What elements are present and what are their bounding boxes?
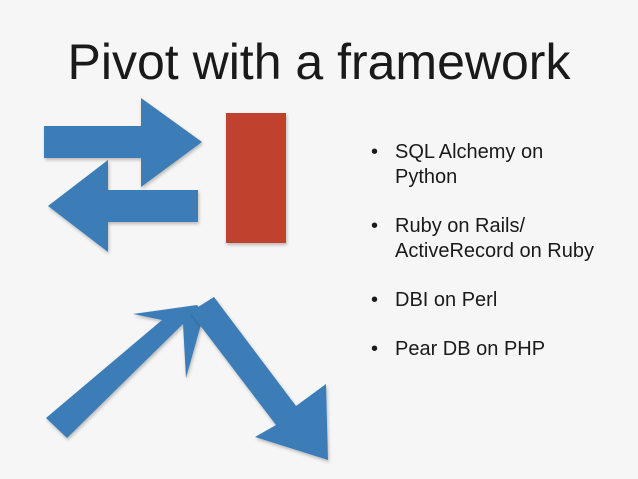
bullet-dot: • bbox=[371, 289, 379, 311]
bullet-dot: • bbox=[371, 338, 379, 360]
table-block bbox=[226, 113, 286, 243]
bullet-item: • Ruby on Rails/ ActiveRecord on Ruby bbox=[368, 214, 608, 264]
arrow-up-right-icon bbox=[46, 305, 204, 438]
bullet-text: Ruby on Rails/ ActiveRecord on Ruby bbox=[395, 215, 594, 262]
arrow-right-icon bbox=[44, 98, 202, 187]
bullet-item: • Pear DB on PHP bbox=[368, 337, 608, 362]
bullet-dot: • bbox=[371, 215, 379, 237]
bullet-text: SQL Alchemy on Python bbox=[395, 141, 544, 188]
bullet-dot: • bbox=[371, 141, 379, 163]
slide-title: Pivot with a framework bbox=[67, 34, 571, 90]
arrow-left-icon bbox=[48, 160, 198, 252]
bullet-list: • SQL Alchemy on Python • Ruby on Rails/… bbox=[368, 140, 608, 386]
arrow-down-right-icon bbox=[190, 297, 328, 460]
bullet-item: • SQL Alchemy on Python bbox=[368, 140, 608, 190]
bullet-text: Pear DB on PHP bbox=[395, 338, 546, 360]
bullet-text: DBI on Perl bbox=[395, 289, 498, 311]
bullet-item: • DBI on Perl bbox=[368, 288, 608, 313]
